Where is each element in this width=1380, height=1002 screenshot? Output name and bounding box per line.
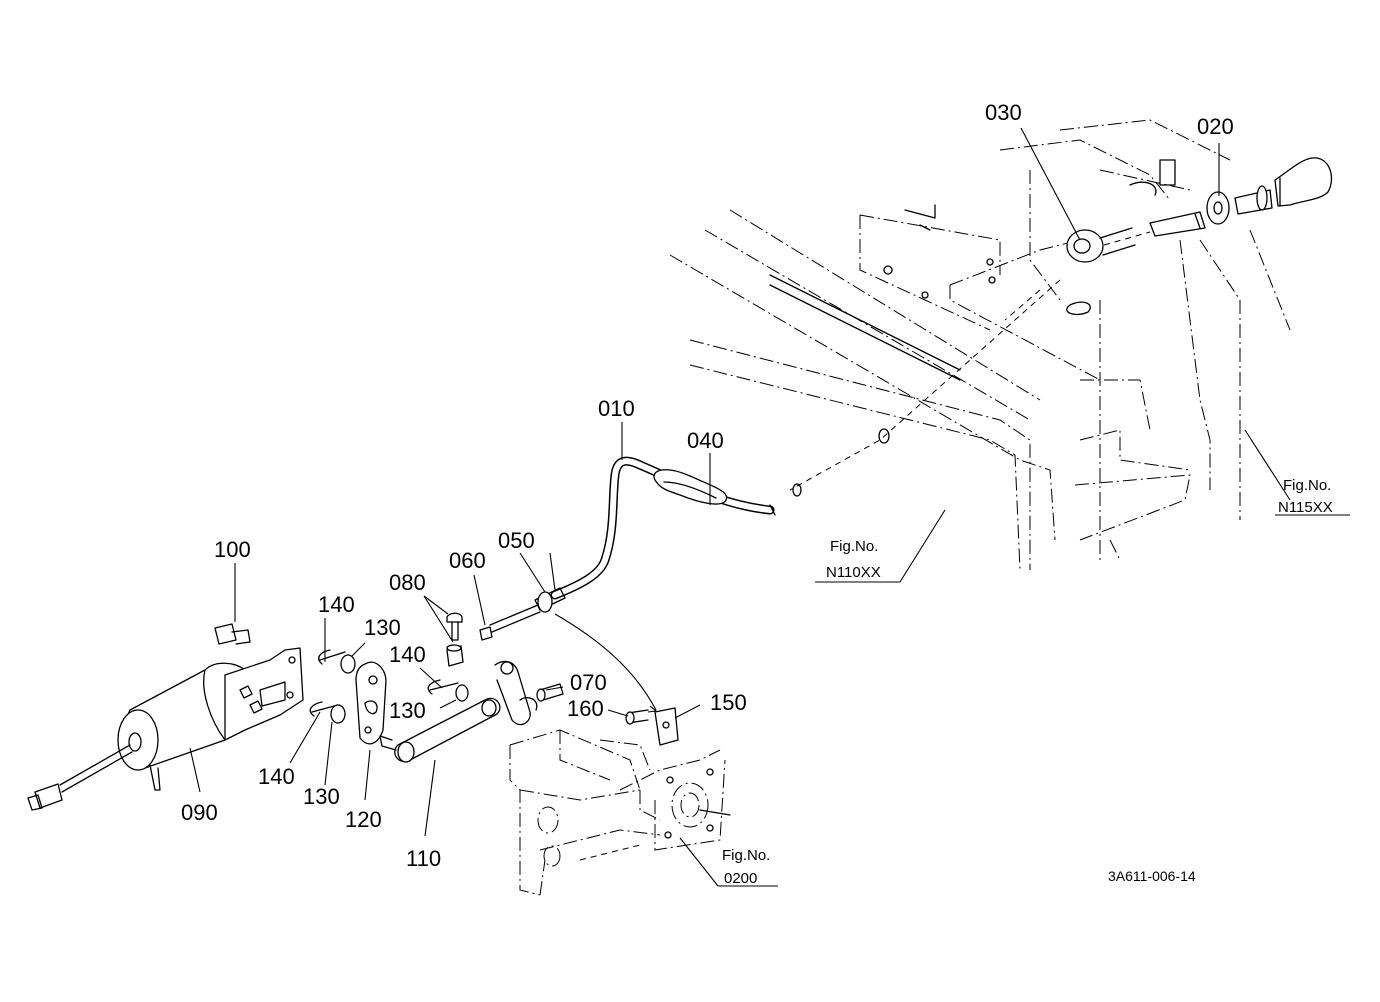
fig-ref-n115-number: N115XX (1278, 499, 1333, 516)
label-part-010: 010 (598, 396, 635, 421)
connecting-rod (379, 660, 538, 763)
label-part-140-mid: 140 (389, 642, 426, 667)
label-part-120: 120 (345, 807, 382, 832)
label-part-130-mid: 130 (389, 698, 426, 723)
drawing-code: 3A611-006-14 (1108, 868, 1196, 884)
stop-lever-plate (355, 661, 387, 745)
fig-ref-0200-number: 0200 (724, 870, 757, 887)
label-part-090: 090 (181, 800, 218, 825)
label-part-050: 050 (498, 528, 535, 553)
stop-solenoid (27, 647, 304, 811)
leader-lines (189, 127, 1350, 887)
small-parts-center (309, 612, 679, 746)
fig-ref-n110-prefix: Fig.No. (830, 538, 878, 555)
fig-ref-n110-number: N110XX (826, 564, 881, 581)
injection-pump-body (509, 729, 731, 896)
label-part-130-bottom: 130 (303, 784, 340, 809)
label-part-030: 030 (985, 100, 1022, 125)
label-part-140-top: 140 (318, 592, 355, 617)
label-part-130-top: 130 (364, 615, 401, 640)
dashboard-panel-outline (669, 119, 1291, 571)
cable-clamp (653, 469, 728, 505)
part-labels: 030 020 010 040 050 060 080 100 140 130 … (181, 100, 1234, 871)
label-part-060: 060 (449, 548, 486, 573)
label-part-020: 020 (1197, 114, 1234, 139)
label-part-160: 160 (567, 696, 604, 721)
label-part-140-bottom: 140 (258, 764, 295, 789)
label-part-110: 110 (406, 846, 441, 871)
fig-ref-n115-prefix: Fig.No. (1283, 477, 1331, 494)
stop-cable (489, 456, 802, 633)
label-part-150: 150 (710, 690, 747, 715)
stop-knob-assembly (1149, 157, 1333, 237)
label-part-040: 040 (687, 428, 724, 453)
label-part-070: 070 (570, 670, 607, 695)
fig-ref-0200-prefix: Fig.No. (722, 847, 770, 864)
label-part-080: 080 (389, 570, 426, 595)
bolt-100 (214, 623, 251, 645)
lock-nut (1066, 227, 1151, 263)
label-part-100: 100 (214, 537, 251, 562)
figure-references: Fig.No. N110XX Fig.No. N115XX Fig.No. 02… (722, 477, 1333, 887)
